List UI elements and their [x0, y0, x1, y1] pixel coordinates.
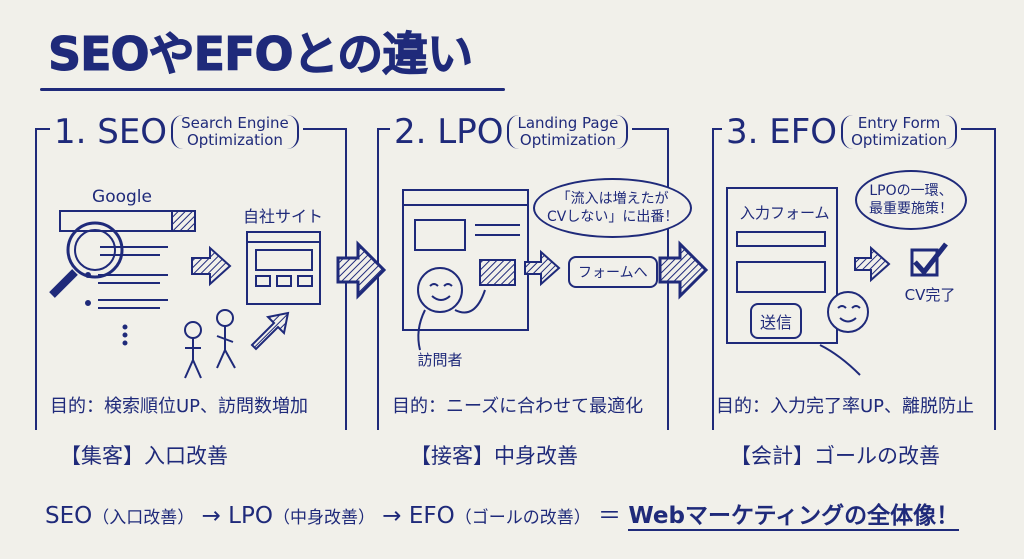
arrow-icon: [191, 245, 232, 287]
up-arrow-icon: [250, 311, 290, 351]
bubble-line: 「流入は増えたが: [556, 191, 669, 207]
search-results-icon: [85, 246, 168, 346]
page-title: SEOやEFOとの違い: [47, 27, 473, 82]
summary-seo: SEO: [45, 503, 93, 529]
seo-title: 1. SEO: [54, 112, 168, 152]
bubble-line: CVしない」に出番！: [547, 209, 679, 225]
summary-lpo-note: （中身改善）: [272, 508, 375, 528]
lpo-title: 2. LPO: [394, 112, 504, 152]
big-arrow-icon: [336, 240, 387, 300]
seo-category: 【集客】入口改善: [60, 444, 228, 468]
efo-purpose: 目的：入力完了率UP、離脱防止: [716, 396, 975, 417]
seo-subtitle-2: Optimization: [186, 131, 283, 149]
lpo-category: 【接客】中身改善: [410, 444, 578, 468]
lpo-purpose: 目的：ニーズに合わせて最適化: [392, 396, 644, 417]
smiling-person-icon: [417, 267, 486, 351]
form-title: 入力フォーム: [740, 204, 830, 222]
arrow-icon: [854, 245, 891, 283]
seo-subtitle-1: Search Engine: [181, 114, 289, 132]
smiling-person-icon: [819, 291, 869, 376]
to-form-button: フォームへ: [568, 256, 658, 288]
summary-efo: EFO: [408, 503, 455, 529]
lpo-subtitle-2: Optimization: [519, 131, 616, 149]
efo-title: 3. EFO: [726, 112, 838, 152]
summary-arrow: →: [382, 503, 402, 529]
submit-button: 送信: [750, 303, 803, 339]
big-arrow-icon: [658, 240, 709, 300]
website-icon: [246, 231, 321, 305]
efo-speech-bubble: LPOの一環、 最重要施策！: [855, 170, 967, 230]
landing-page-icon: [402, 189, 529, 331]
summary-efo-note: （ゴールの改善）: [454, 508, 591, 528]
google-label: Google: [92, 187, 152, 207]
magnifier-icon: [49, 221, 124, 298]
search-bar-icon: [59, 210, 196, 232]
cv-done-label: CV完了: [905, 286, 956, 304]
bubble-line: LPOの一環、: [869, 183, 953, 199]
site-label: 自社サイト: [243, 207, 323, 226]
efo-category: 【会計】ゴールの改善: [730, 444, 940, 468]
summary-equals: ＝: [598, 503, 622, 529]
summary-arrow: →: [201, 503, 221, 529]
summary-conclusion: Webマーケティングの全体像！: [628, 503, 960, 531]
efo-subtitle-2: Optimization: [851, 131, 948, 149]
lpo-speech-bubble: 「流入は増えたが CVしない」に出番！: [533, 178, 693, 238]
visitor-label: 訪問者: [417, 351, 462, 369]
efo-subtitle-1: Entry Form: [857, 114, 941, 132]
bubble-line: 最重要施策！: [869, 201, 953, 217]
title-underline: [40, 88, 505, 91]
lpo-subtitle-1: Landing Page: [517, 114, 619, 132]
summary-line: SEO（入口改善） → LPO（中身改善） → EFO（ゴールの改善） ＝ We…: [45, 496, 960, 531]
summary-lpo: LPO: [228, 503, 273, 529]
checkbox-checked-icon: [910, 242, 948, 277]
arrow-icon: [524, 249, 561, 287]
seo-purpose: 目的：検索順位UP、訪問数増加: [50, 396, 309, 417]
walking-people-icon: [184, 309, 236, 379]
summary-seo-note: （入口改善）: [92, 508, 195, 528]
